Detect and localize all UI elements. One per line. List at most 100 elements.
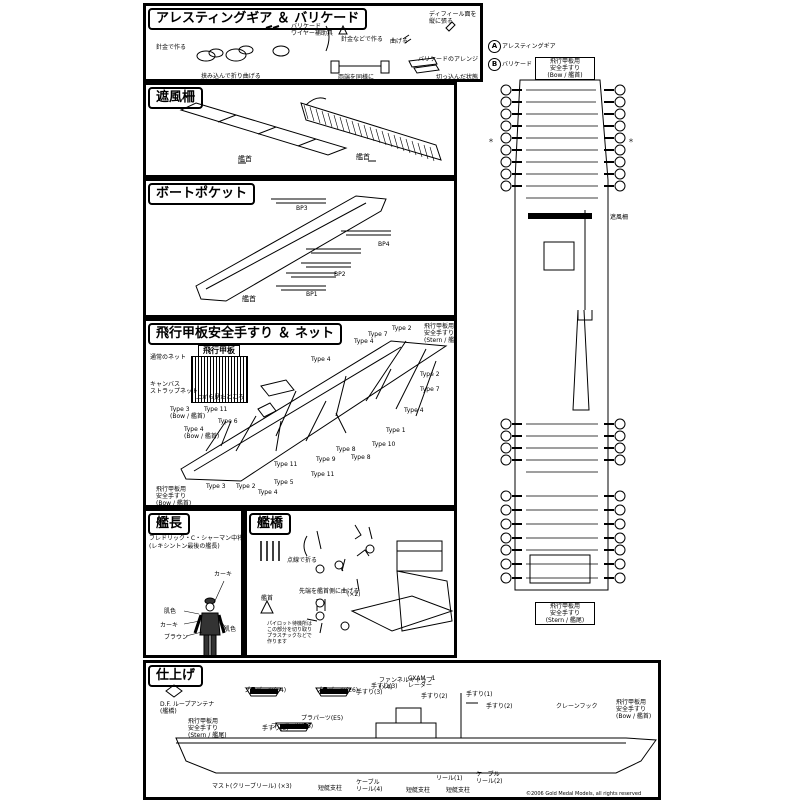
final-prop-e6: プラパーツ(E6): [316, 687, 359, 694]
bridge-drawing: [260, 524, 454, 634]
final-rail-bow: 飛行甲板用 安全手すり (Bow / 艦首): [616, 699, 652, 720]
legend-a-circle: A: [488, 40, 501, 53]
final-rail3b: 手すり(3): [356, 689, 383, 696]
deck-star-left: ＊: [488, 138, 495, 145]
finishing-panel: 仕上げ D.F. ループアンテナ (艦橋) 飛行甲板用 安全手すり (Stern…: [143, 660, 661, 800]
final-rail3: 手すり(3): [262, 725, 289, 732]
legend-b-label: バリケード: [502, 61, 533, 68]
railing-panel: 飛行甲板安全手すり ＆ ネット 飛行甲板 通常のネット キャンバス ストラップネ…: [143, 318, 457, 508]
deck-star-right: ＊: [628, 138, 635, 145]
final-crane: クレーンフック: [556, 703, 598, 710]
brown-label: ブラウン: [164, 634, 189, 641]
windbreak-bow-2: 艦首: [356, 153, 370, 161]
type-label-5: Type 2: [420, 371, 440, 378]
bridge-bow: 艦首: [261, 595, 274, 602]
bow-rail-box: 飛行甲板用 安全手すり (Bow / 艦首): [535, 57, 595, 80]
bridge-x2: (×2): [347, 591, 361, 598]
type-label-7: Type 4: [404, 407, 424, 414]
flight-deck-area: A アレスティングギア B バリケード 飛行甲板用 安全手すり (Bow / 艦…: [460, 30, 660, 660]
final-rail2b: 手すり(2): [486, 703, 513, 710]
captain-figure: [183, 580, 227, 655]
final-df-label: D.F. ループアンテナ (艦橋): [160, 701, 215, 715]
boat-pocket-panel: ボートポケット BP3 BP4 BP2 BP1 艦首: [143, 178, 457, 318]
final-cxam: CXAM－1 レーダー: [408, 675, 436, 689]
arresting-gear-panel: アレスティングギア ＆ バリケード 針金で作る 挟み込んで折り曲げる バリケード…: [143, 3, 483, 82]
final-copyright: ©2006 Gold Medal Models, all rights rese…: [526, 791, 642, 797]
label-cut: 切っ込んだ状態: [436, 74, 479, 81]
windbreak-title: 遮風柵: [148, 87, 204, 109]
top-view-label: 上から見たところ: [196, 394, 245, 401]
boat-pocket-title: ボートポケット: [148, 183, 256, 205]
type-label-13: Type 4: [184, 426, 204, 433]
label-arrange: バリケードのアレンジ: [418, 56, 479, 63]
arresting-gear-title: アレスティングギア ＆ バリケード: [148, 8, 368, 30]
boat-bow-label: 艦首: [242, 295, 256, 303]
stern-rail-box: 飛行甲板用 安全手すり (Stern / 艦尾): [535, 602, 595, 625]
label-bend: 曲げる: [390, 38, 409, 45]
finishing-drawing: [165, 684, 657, 774]
final-mast: マスト(クリーブリール) (×3): [212, 783, 292, 790]
railing-drawing: [180, 340, 448, 482]
stern-rail-label: 飛行甲板用 安全手すり (Stern / 艦尾): [424, 323, 455, 344]
final-rail-stern: 飛行甲板用 安全手すり (Stern / 艦尾): [188, 718, 227, 739]
legend-a-label: アレスティングギア: [502, 43, 556, 50]
label-needle: 針金で作る: [156, 44, 187, 51]
type-label-2: Type 7: [368, 331, 388, 338]
net-grid: [191, 356, 248, 403]
type-label-19: Type 2: [236, 483, 256, 490]
type-label-18: Type 3: [206, 483, 226, 490]
type-label-4: Type 4: [311, 356, 331, 363]
final-prop-e4: プラパーツ(E4): [244, 687, 287, 694]
type-label-6: Type 7: [420, 386, 440, 393]
type-label-20: Type 4: [258, 489, 278, 496]
final-prop-e5: プラパーツ(E5): [301, 715, 344, 722]
bow-small-1: (Bow / 艦首): [170, 413, 206, 420]
bow-small-2: (Bow / 艦首): [184, 433, 220, 440]
final-reel1: リール(1): [436, 775, 463, 782]
final-rail3c: 手すり(3): [371, 683, 398, 690]
type-label-21: Type 11: [311, 471, 335, 478]
boat-pocket-drawing: [195, 195, 391, 302]
captain-panel: 艦長 フレドリック・C・シャーマン中将 (レキシントン最後の艦長) カーキ 肌色…: [143, 508, 244, 658]
final-funnel: ファンネルキャップ (×4): [379, 677, 433, 691]
type-label-22: Type 8: [336, 446, 356, 453]
captain-title: 艦長: [148, 513, 191, 535]
windbreak-panel: 遮風柵 艦首 艦首: [143, 82, 457, 178]
final-j1: 短艇支柱: [318, 785, 343, 792]
windbreak-bow-1: 艦首: [238, 155, 252, 163]
label-pinch: 挟み込んで折り曲げる: [201, 73, 261, 80]
type-label-1: Type 2: [392, 325, 412, 332]
skin-label: 肌色: [164, 608, 177, 615]
final-prop-e6b: プラパーツ(E6): [271, 723, 314, 730]
bp-label-2: BP4: [378, 241, 390, 248]
bridge-pilot-note: パイロット待機所は この部分を切り取り プラスチックなどで 作ります: [267, 621, 313, 645]
khaki-label: カーキ: [214, 571, 233, 578]
final-rail1: 手すり(1): [466, 691, 493, 698]
windbreak-deck-label: 遮風柵: [610, 214, 629, 221]
bp-label-3: BP2: [334, 271, 346, 278]
type-label-15: Type 9: [316, 456, 336, 463]
type-label-14: Type 11: [274, 461, 298, 468]
final-cable-reel2: ケーブル リール(2): [476, 771, 503, 785]
bridge-tip-note: 先端を艦首側に曲げる: [299, 588, 360, 595]
captain-name: フレドリック・C・シャーマン中将: [149, 535, 244, 542]
type-label-9: Type 10: [372, 441, 396, 448]
type-label-10: Type 3: [170, 406, 190, 413]
type-label-3: Type 4: [354, 338, 374, 345]
arresting-gear-drawing: [196, 21, 456, 74]
flight-deck-drawing: [500, 79, 626, 591]
railing-title: 飛行甲板安全手すり ＆ ネット: [148, 323, 343, 345]
legend-b-circle: B: [488, 58, 501, 71]
bp-label-4: BP1: [306, 291, 318, 298]
windbreak-drawing: [179, 97, 442, 164]
label-support: ディフィール面を 縦に張る: [429, 11, 477, 25]
type-label-16: Type 8: [351, 454, 371, 461]
bp-label-1: BP3: [296, 205, 308, 212]
type-label-11: Type 11: [204, 406, 228, 413]
final-j2: 短艇支柱: [406, 787, 431, 794]
type-label-8: Type 1: [386, 427, 406, 434]
bridge-panel: 艦橋 点線で折る 艦首 先端を艦首側に曲げ: [244, 508, 457, 658]
final-j3: 短艇支柱: [446, 787, 471, 794]
final-reel-cable: ケーブル リール(4): [356, 779, 383, 793]
skin-label-2: 肌色: [224, 626, 237, 633]
